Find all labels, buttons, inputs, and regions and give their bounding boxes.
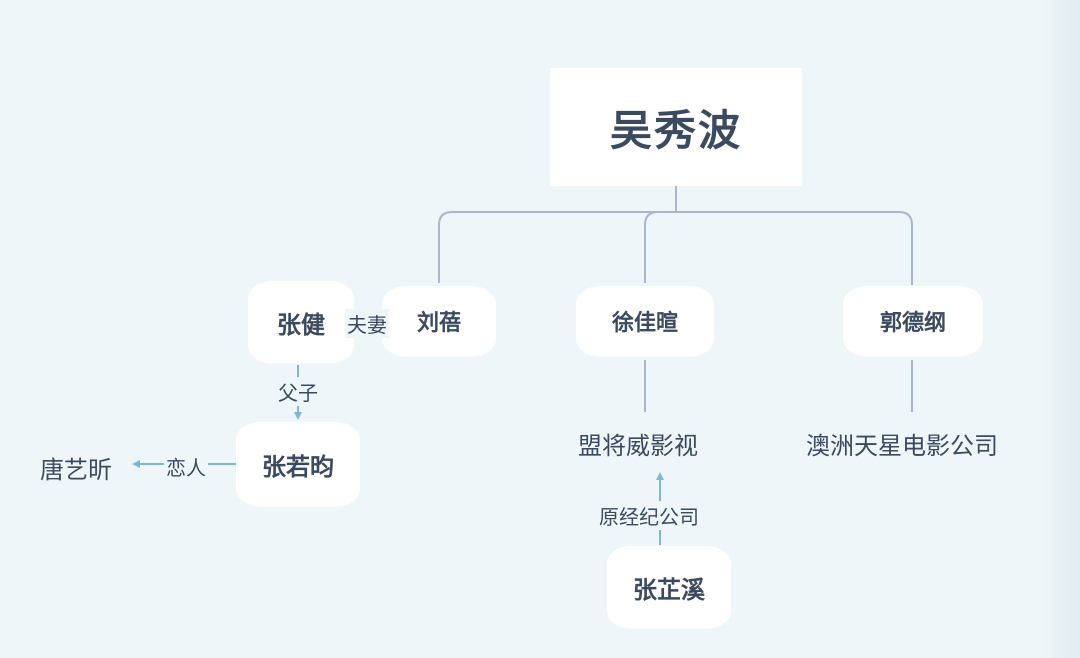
edge-label-lovers: 恋人 bbox=[164, 452, 208, 481]
node-xu-jiaxuan[interactable]: 徐佳暄 bbox=[576, 286, 714, 356]
edge-label-couple: 夫妻 bbox=[345, 309, 389, 338]
node-guo-degang[interactable]: 郭德纲 bbox=[843, 286, 983, 356]
branch-to-xu-jiaxuan bbox=[644, 211, 676, 283]
root-node-wu-xiubo[interactable]: 吴秀波 bbox=[550, 68, 802, 186]
edge-label-former-agency: 原经纪公司 bbox=[597, 501, 701, 530]
node-mengjiang[interactable]: 盟将威影视 bbox=[578, 432, 698, 460]
node-zhang-jian[interactable]: 张健 bbox=[248, 281, 354, 363]
node-aozhou[interactable]: 澳洲天星电影公司 bbox=[806, 432, 998, 460]
node-zhang-zhixi[interactable]: 张芷溪 bbox=[607, 546, 731, 628]
branch-to-liu-bei bbox=[438, 211, 676, 283]
node-tang-yixin[interactable]: 唐艺昕 bbox=[40, 456, 112, 484]
node-zhang-ruoyun[interactable]: 张若昀 bbox=[236, 422, 360, 506]
branch-to-guo-degang bbox=[676, 211, 913, 285]
node-liu-bei[interactable]: 刘蓓 bbox=[382, 286, 496, 356]
edge-label-father-son: 父子 bbox=[276, 377, 320, 406]
